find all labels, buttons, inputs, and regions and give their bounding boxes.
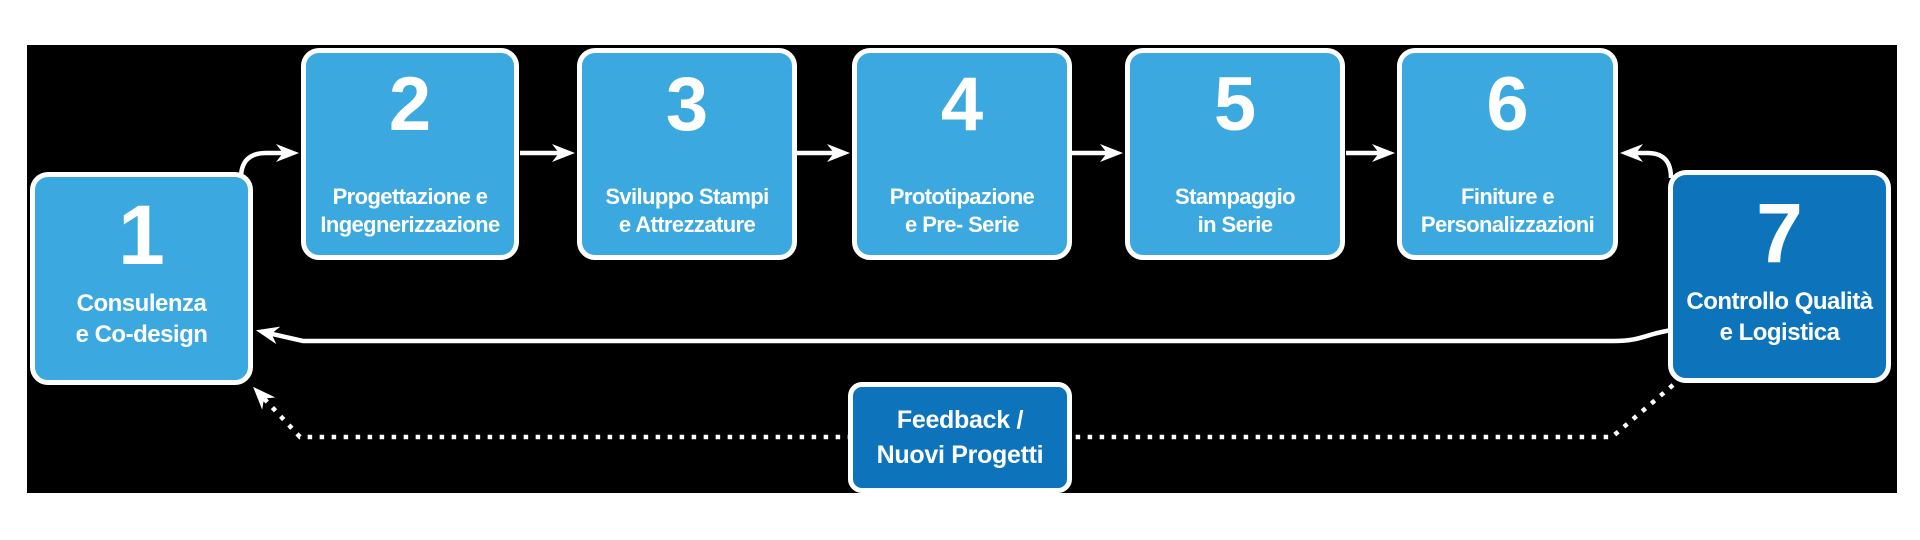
step-label: Sviluppo Stampi e Attrezzature [605,184,769,238]
step-label: Stampaggio in Serie [1175,184,1296,238]
step-label: Finiture e Personalizzazioni [1420,184,1595,238]
step-label: Controllo Qualità e Logistica [1686,288,1873,346]
step-box-4: 4 Prototipazione e Pre- Serie [852,48,1072,260]
step-label: Progettazione e Ingegnerizzazione [320,184,500,238]
step-box-7: 7 Controllo Qualità e Logistica [1668,170,1891,383]
step-label: Prototipazione e Pre- Serie [889,184,1035,238]
connector-7-to-1-solid [255,326,1673,345]
connector-1-to-2 [238,144,299,179]
step-number: 5 [1213,62,1257,147]
step-number: 2 [388,62,432,147]
step-number: 7 [1756,186,1803,280]
step-box-1: 1 Consulenza e Co-design [30,172,253,385]
step-number: 3 [665,62,709,147]
step-box-5: 5 Stampaggio in Serie [1125,48,1345,260]
step-box-6: 6 Finiture e Personalizzazioni [1397,48,1618,260]
connector-7-to-6 [1620,144,1674,179]
step-number: 6 [1486,62,1529,147]
step-box-2: 2 Progettazione e Ingegnerizzazione [301,48,519,260]
step-label: Consulenza e Co-design [75,290,208,348]
step-number: 4 [940,62,984,147]
step-number: 1 [118,188,165,282]
step-box-3: 3 Sviluppo Stampi e Attrezzature [577,48,797,260]
feedback-box: Feedback / Nuovi Progetti [848,382,1072,493]
